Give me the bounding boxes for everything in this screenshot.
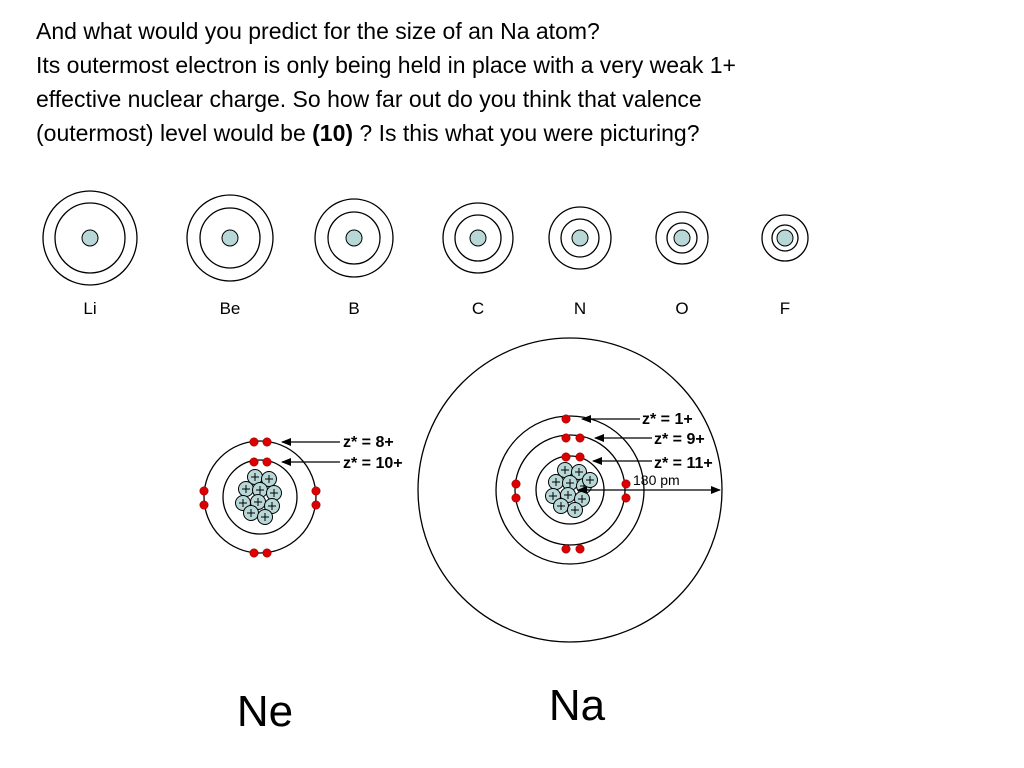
nucleus [673,229,691,247]
electron [311,500,321,510]
na-radius-label: 180 pm [633,472,680,488]
electron [249,548,259,558]
nucleon [567,502,583,518]
na-inner-zeff-label: z* = 11+ [654,455,713,472]
electron [199,500,209,510]
outer-shell [314,198,394,278]
ne-outer-shell [203,440,317,554]
element-symbol: O [675,299,688,318]
inner-shell [327,211,381,265]
ne-outer-zeff-label: z* = 8+ [343,434,394,451]
inner-shell [199,207,261,269]
intro-text: And what would you predict for the size … [36,14,996,150]
electron [561,414,571,424]
nucleus [81,229,99,247]
nucleon [261,471,277,487]
atom-li: Li [42,190,138,318]
inner-shell [666,222,698,254]
na-atom-model: z* = 1+ z* = 9+ z* = 11+ 180 pm Na [417,337,723,730]
electron [561,544,571,554]
intro-line-4-start: (outermost) level would be [36,120,313,146]
outer-shell [186,194,274,282]
ne-inner-shell [222,459,298,535]
atom-c: C [442,202,514,318]
nucleon [571,464,587,480]
electron [511,493,521,503]
atom-n: N [548,206,612,318]
electron [249,437,259,447]
atom-b: B [314,198,394,318]
element-symbol: Be [220,299,241,318]
element-symbol: C [472,299,484,318]
period-2-atoms: Li Be B C N O F [42,190,809,318]
electron [249,457,259,467]
nucleon [238,481,254,497]
na-valence-zeff-label: z* = 1+ [642,411,693,428]
nucleon [582,472,598,488]
electron [575,452,585,462]
intro-line-1: And what would you predict for the size … [36,18,600,44]
intro-line-2: Its outermost electron is only being hel… [36,52,736,78]
na-valence-shell [417,337,723,643]
ne-nucleus [235,469,282,525]
outer-shell [548,206,612,270]
element-symbol: F [780,299,790,318]
electron [262,437,272,447]
element-symbol: N [574,299,586,318]
electron [511,479,521,489]
nucleon [257,509,273,525]
inner-shell [560,218,600,258]
nucleus [469,229,487,247]
na-electrons [511,414,631,554]
outer-shell [442,202,514,274]
ne-atom-model: z* = 8+ z* = 10+ Ne [199,434,403,736]
atom-be: Be [186,194,274,318]
intro-line-4-number: (10) [312,120,354,146]
ne-electrons [199,437,321,558]
atom-o: O [655,211,709,318]
nucleon [243,505,259,521]
ne-name-label: Ne [237,687,293,736]
inner-shell [454,214,502,262]
electron [561,452,571,462]
nucleon [266,485,282,501]
electron [262,548,272,558]
na-name-label: Na [549,681,606,730]
inner-shell [54,202,126,274]
electron [621,479,631,489]
intro-line-3: effective nuclear charge. So how far out… [36,86,702,112]
nucleus [221,229,239,247]
nucleus [345,229,363,247]
outer-shell [761,214,809,262]
na-second-zeff-label: z* = 9+ [654,431,705,448]
nucleus [571,229,589,247]
electron [311,486,321,496]
electron [561,433,571,443]
outer-shell [42,190,138,286]
nucleon [553,498,569,514]
electron [262,457,272,467]
outer-shell [655,211,709,265]
atom-f: F [761,214,809,318]
nucleus [776,229,794,247]
element-symbol: Li [83,299,96,318]
electron [575,433,585,443]
inner-shell [771,224,799,252]
electron [621,493,631,503]
intro-line-4-end: ? Is this what you were picturing? [353,120,700,146]
electron [199,486,209,496]
electron [575,544,585,554]
ne-inner-zeff-label: z* = 10+ [343,455,403,472]
nucleon [548,474,564,490]
intro-line-4: (outermost) level would be (10) ? Is thi… [36,116,996,150]
element-symbol: B [348,299,359,318]
